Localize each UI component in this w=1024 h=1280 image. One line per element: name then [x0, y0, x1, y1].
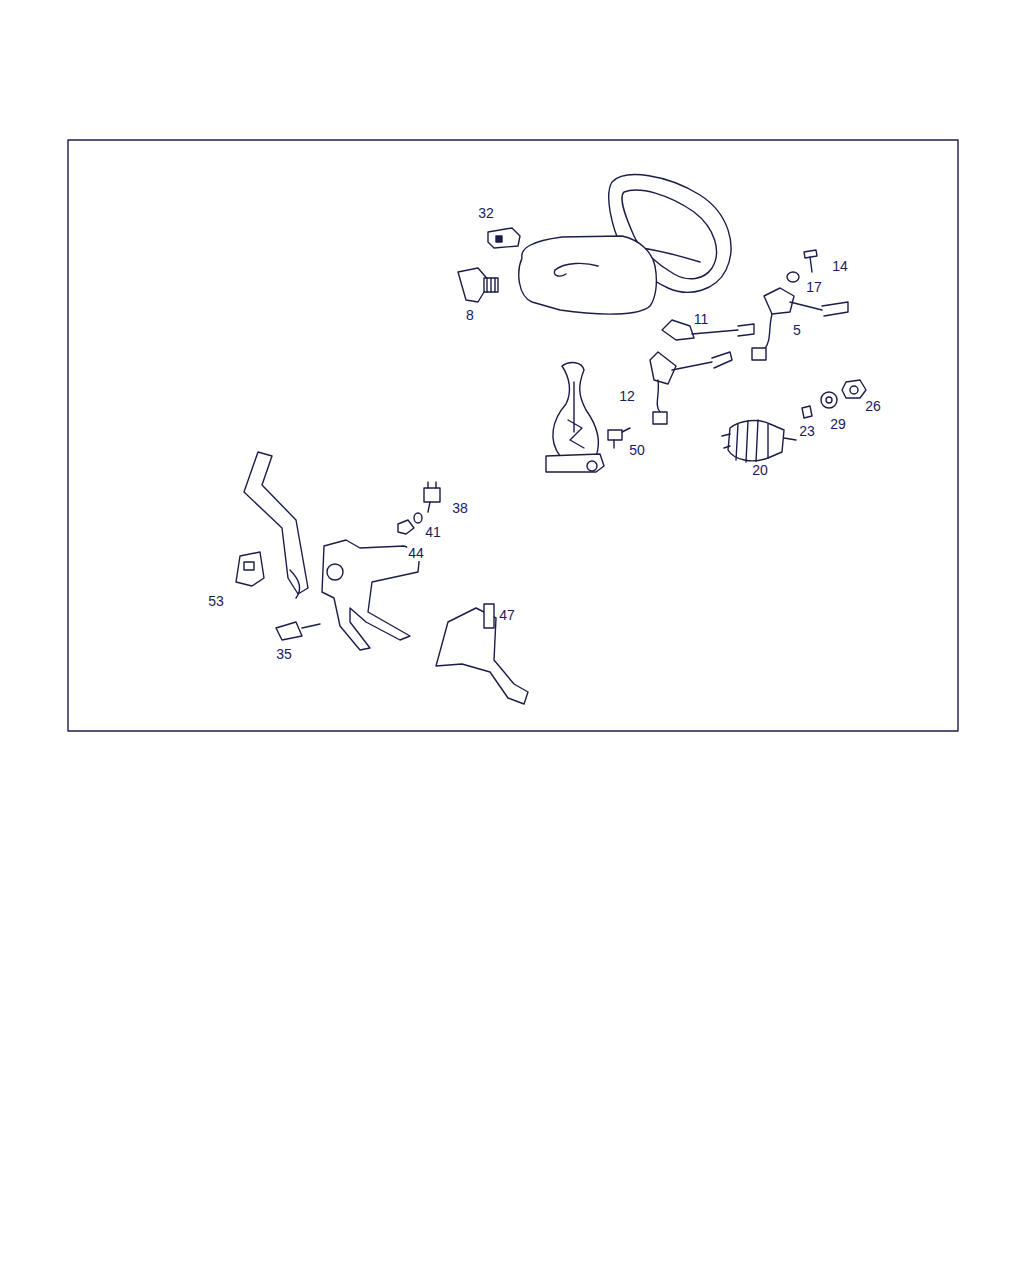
- callout-number: 26: [864, 398, 882, 414]
- callout-number: 14: [831, 258, 849, 274]
- pedal-bracket: [322, 540, 420, 650]
- gear-shifter: [546, 363, 604, 472]
- callout-number: 44: [407, 545, 425, 561]
- callout-number: 20: [751, 462, 769, 478]
- callout-number: 11: [693, 311, 710, 327]
- callout-number: 29: [829, 416, 847, 432]
- switch-part: [650, 352, 732, 424]
- accelerator-pedal: [436, 604, 528, 704]
- switch-part: [752, 288, 848, 360]
- frame: [68, 140, 958, 731]
- callout-number: 35: [275, 646, 293, 662]
- callout-number: 38: [451, 500, 469, 516]
- callout-number: 5: [792, 322, 802, 338]
- switch-part: [276, 622, 320, 640]
- clip-part: [488, 228, 520, 248]
- callout-number: 41: [424, 524, 442, 540]
- screw-part: [787, 250, 817, 282]
- callout-number: 32: [477, 205, 495, 221]
- bracket-part: [458, 268, 498, 302]
- callout-number: 17: [805, 279, 823, 295]
- callout-number: 8: [465, 307, 475, 323]
- callout-number: 23: [798, 423, 816, 439]
- switch-part: [236, 552, 264, 586]
- column-cover: [519, 236, 657, 314]
- sensor-part: [608, 428, 630, 448]
- callout-number: 50: [628, 442, 646, 458]
- ignition-switch: [722, 420, 796, 462]
- callout-number: 47: [498, 607, 516, 623]
- callout-number: 12: [618, 388, 636, 404]
- callout-number: 53: [207, 593, 225, 609]
- lock-parts: [802, 380, 866, 418]
